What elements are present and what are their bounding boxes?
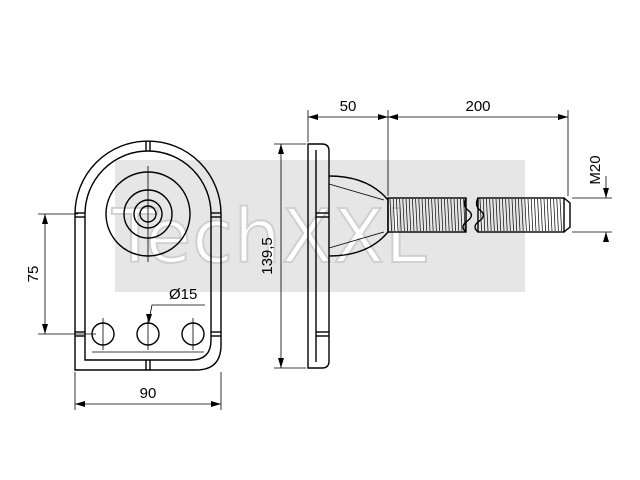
thread-end xyxy=(563,197,571,233)
thread-line xyxy=(495,198,498,232)
dim-m20-arrow-bottom xyxy=(603,232,609,242)
shaft-break-symbol-2 xyxy=(474,197,485,233)
thread-line xyxy=(415,198,418,232)
thread-line xyxy=(440,198,444,232)
dim-90-arrow-right xyxy=(211,401,221,407)
thread-section-1 xyxy=(387,197,467,233)
thread-line xyxy=(396,198,399,232)
thread-line xyxy=(534,198,537,232)
thread-line xyxy=(399,198,402,232)
thread-line xyxy=(537,198,540,232)
thread-line xyxy=(553,198,556,232)
thread-line xyxy=(424,198,428,232)
thread-line xyxy=(450,198,453,232)
thread-line xyxy=(460,198,463,232)
watermark-band xyxy=(115,160,525,292)
thread-line xyxy=(486,198,489,232)
thread-line xyxy=(428,198,431,232)
thread-line xyxy=(524,198,527,232)
thread-line xyxy=(453,198,456,232)
dim-200-arrow-left xyxy=(388,114,398,120)
dim-75-arrow-bottom xyxy=(42,324,48,334)
thread-line xyxy=(421,198,424,232)
thread-line xyxy=(521,198,524,232)
thread-line xyxy=(447,198,450,232)
thread-line xyxy=(434,198,437,232)
plate-inner-outline xyxy=(84,150,212,361)
watermark-text: TechXXL xyxy=(111,194,427,280)
thread-line xyxy=(550,198,553,232)
side-plate-outline xyxy=(307,143,330,369)
thread-line xyxy=(559,198,562,232)
thread-line xyxy=(518,198,521,232)
thread-lines xyxy=(389,198,562,232)
thread-line xyxy=(540,198,543,232)
thread-line xyxy=(431,198,434,232)
thread-line xyxy=(514,198,518,232)
dim-200-arrow-right xyxy=(558,114,568,120)
hole-diameter-arrow xyxy=(146,314,152,323)
cone-edge-top xyxy=(328,183,385,201)
thread-line xyxy=(492,198,495,232)
thread-line xyxy=(402,198,405,232)
thread-line xyxy=(508,198,511,232)
side-view: 139,5 50 200 M20 xyxy=(259,98,612,369)
front-view: Ø15 75 90 xyxy=(25,140,222,410)
dim-m20-label: M20 xyxy=(587,155,604,184)
thread-line xyxy=(489,198,492,232)
thread-line xyxy=(530,198,534,232)
thread-line xyxy=(527,198,530,232)
thread-line xyxy=(479,198,482,232)
thread-line xyxy=(498,198,502,232)
dim-m20-arrow-top xyxy=(603,188,609,198)
dim-75-label: 75 xyxy=(25,266,42,283)
hole-diameter-label: Ø15 xyxy=(169,286,197,303)
dim-90-arrow-left xyxy=(75,401,85,407)
dim-139-label: 139,5 xyxy=(259,237,276,275)
watermark: TechXXL xyxy=(110,160,525,292)
hole-diameter-leader xyxy=(148,304,205,321)
thread-line xyxy=(546,198,550,232)
thread-line xyxy=(556,198,559,232)
dim-139-arrow-top xyxy=(278,144,284,154)
thread-line xyxy=(505,198,508,232)
dim-75-arrow-top xyxy=(42,214,48,224)
dim-50-arrow-right xyxy=(378,114,388,120)
dim-50-label: 50 xyxy=(340,98,357,115)
thread-line xyxy=(456,198,460,232)
thread-line xyxy=(389,198,392,232)
threaded-shaft xyxy=(387,197,571,233)
dim-200-label: 200 xyxy=(465,98,490,115)
thread-line xyxy=(408,198,412,232)
thread-line xyxy=(392,198,396,232)
dim-90-label: 90 xyxy=(140,385,157,402)
dim-139-arrow-bottom xyxy=(278,358,284,368)
thread-line xyxy=(444,198,447,232)
thread-line xyxy=(405,198,408,232)
dim-50-arrow-left xyxy=(308,114,318,120)
thread-line xyxy=(543,198,546,232)
thread-line xyxy=(511,198,514,232)
thread-line xyxy=(412,198,415,232)
cone-edge-bottom xyxy=(328,231,385,249)
plate-outline xyxy=(74,140,222,371)
thread-line xyxy=(502,198,505,232)
thread-line xyxy=(437,198,440,232)
thread-line xyxy=(418,198,421,232)
thread-section-2 xyxy=(477,197,565,233)
shaft-break-symbol xyxy=(462,197,473,233)
